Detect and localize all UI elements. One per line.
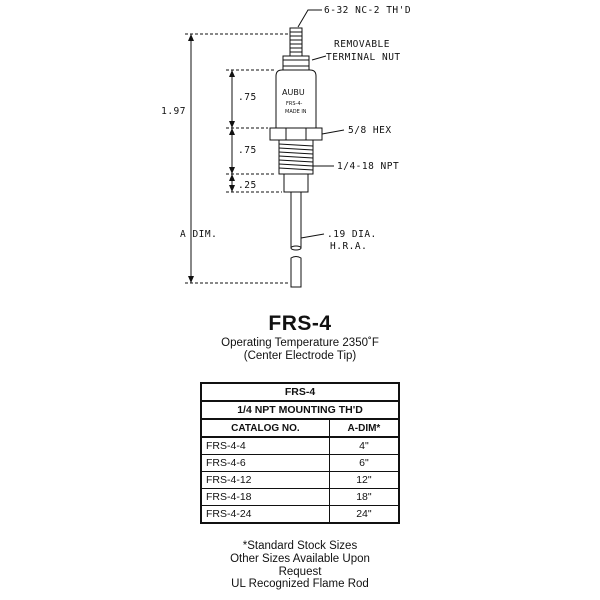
a-dim-value: 6" <box>328 454 400 472</box>
catalog-number: FRS-4-12 <box>200 471 330 489</box>
hex-nut <box>269 127 323 141</box>
nut-label-1: REMOVABLE <box>334 39 390 50</box>
dim-shoulder-label: .25 <box>238 180 257 191</box>
product-title: FRS-4 <box>268 312 332 335</box>
body-print-2: FRS-4- <box>286 101 303 107</box>
electrode-rod <box>290 191 302 249</box>
terminal-nut <box>282 55 310 71</box>
rod-tip <box>290 256 302 288</box>
dim-insulator-label: .75 <box>238 92 257 103</box>
insulator-body <box>275 69 317 129</box>
adim-column-header: A-DIM* <box>328 418 400 438</box>
hex-label: 5/8 HEX <box>348 125 392 136</box>
flame-rod-drawing: 6-32 NC-2 TH'D REMOVABLE TERMINAL NUT 5/… <box>161 5 411 288</box>
a-dim-value: 12" <box>328 471 400 489</box>
catalog-number: FRS-4-24 <box>200 505 330 524</box>
nut-label-2: TERMINAL NUT <box>326 52 401 63</box>
note-other: Other Sizes Available Upon <box>230 552 370 565</box>
dia-label-1: .19 DIA. <box>327 229 377 240</box>
body-print-3: MADE IN <box>285 109 307 115</box>
a-dim-label: A DIM. <box>180 229 217 240</box>
table-title: FRS-4 <box>200 382 400 402</box>
thread-label: 6-32 NC-2 TH'D <box>324 5 411 16</box>
body-print-1: AUBU <box>282 88 305 97</box>
catalog-number: FRS-4-18 <box>200 488 330 506</box>
table-subtitle: 1/4 NPT MOUNTING TH'D <box>200 400 400 420</box>
operating-temperature: Operating Temperature 2350˚F <box>221 337 379 349</box>
a-dim-value: 24" <box>328 505 400 524</box>
notes-block: *Standard Stock Sizes Other Sizes Availa… <box>0 540 600 591</box>
a-dim-value: 18" <box>328 488 400 506</box>
catalog-number: FRS-4-4 <box>200 436 330 455</box>
dia-label-2: H.R.A. <box>330 241 367 252</box>
dim-total-label: 1.97 <box>161 106 186 117</box>
npt-label: 1/4-18 NPT <box>337 161 399 172</box>
dim-thread-label: .75 <box>238 145 257 156</box>
catalog-table: FRS-4 1/4 NPT MOUNTING TH'D CATALOG NO. … <box>200 382 400 524</box>
catalog-number: FRS-4-6 <box>200 454 330 472</box>
note-stock: *Standard Stock Sizes <box>242 540 358 552</box>
note-ul: UL Recognized Flame Rod <box>231 578 369 591</box>
catalog-column-header: CATALOG NO. <box>200 418 330 438</box>
note-request: Request <box>278 565 322 578</box>
temperature-note: (Center Electrode Tip) <box>243 350 357 362</box>
a-dim-value: 4" <box>328 436 400 455</box>
